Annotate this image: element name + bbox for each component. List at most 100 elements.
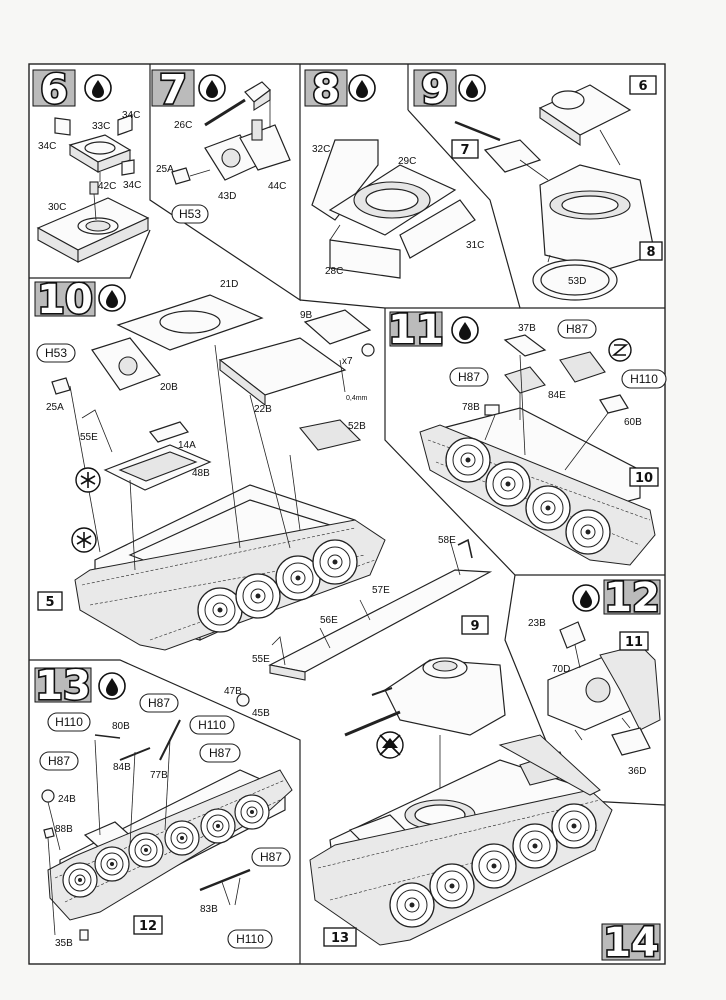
step-6-number: 6	[40, 67, 68, 113]
part-label: 14A	[178, 440, 196, 451]
paint-code: H87	[458, 370, 480, 384]
part-label: 43D	[218, 191, 236, 202]
part-label: 80B	[112, 721, 130, 732]
paint-callout: H87	[251, 847, 291, 867]
step-14: 9 13 14	[309, 615, 661, 968]
paint-drop-icon	[198, 74, 226, 102]
part-label: 0,4mm	[346, 395, 368, 402]
paint-callout: H53	[171, 204, 209, 224]
part-label: 47B	[224, 686, 242, 697]
part-label: 84E	[548, 390, 566, 401]
paint-code: H87	[48, 754, 70, 768]
ref-step-number: 13	[331, 931, 349, 946]
road-wheel	[551, 803, 597, 849]
part-label: 84B	[113, 762, 131, 773]
paint-code: H110	[55, 715, 83, 729]
ref-box	[323, 927, 357, 947]
part-label: 83B	[200, 904, 218, 915]
part-label: 9B	[300, 310, 313, 321]
ref-box	[461, 615, 489, 635]
road-wheel	[164, 820, 200, 856]
road-wheel	[62, 862, 98, 898]
paint-code: H87	[260, 850, 282, 864]
paint-callout: H87	[39, 751, 79, 771]
step-9-number: 9	[421, 67, 449, 113]
ref-box	[37, 591, 63, 611]
paint-callout: H87	[139, 693, 179, 713]
paint-code: H87	[566, 322, 588, 336]
road-wheel	[525, 485, 571, 531]
ref-box	[629, 75, 657, 95]
ref-step-number: 11	[625, 635, 643, 650]
paint-drop-icon	[98, 284, 126, 312]
part-label: 42C	[98, 181, 116, 192]
turret-and-superstructure-drawing	[454, 84, 656, 301]
part-label: 21D	[220, 279, 238, 290]
paint-code: H87	[148, 696, 170, 710]
part-label: 44C	[268, 181, 286, 192]
road-wheel	[471, 843, 517, 889]
part-label: 55E	[80, 432, 98, 443]
part-label: 55E	[252, 654, 270, 665]
part-label: 70D	[552, 664, 570, 675]
part-label: 29C	[398, 156, 416, 167]
part-label: 60B	[624, 417, 642, 428]
road-wheel	[429, 863, 475, 909]
ref-box	[133, 915, 163, 935]
ref-step-number: 5	[45, 595, 54, 610]
step-11-badge	[389, 311, 443, 347]
step-8-number: 8	[312, 67, 340, 113]
step-9: 9 6 7 8 53D	[413, 65, 663, 301]
part-label: 22B	[254, 404, 272, 415]
paint-callout: H110	[227, 929, 273, 949]
road-wheel	[512, 823, 558, 869]
part-label: 36D	[628, 766, 646, 777]
part-label: 78B	[462, 402, 480, 413]
part-label: 31C	[466, 240, 484, 251]
hull-upper-drawing	[311, 139, 476, 279]
part-label: 37B	[518, 323, 536, 334]
paint-drop-icon	[451, 316, 479, 344]
step-10: 10	[34, 275, 493, 719]
road-wheel	[485, 461, 531, 507]
step-14-badge	[601, 923, 661, 961]
step-7-number: 7	[159, 67, 187, 113]
paint-drop-icon	[572, 584, 600, 612]
part-label: 25A	[156, 164, 174, 175]
ref-box	[639, 241, 663, 261]
step-13-badge	[34, 667, 92, 703]
part-label: 35B	[55, 938, 73, 949]
ref-step-number: 12	[139, 919, 157, 934]
ref-step-number: 6	[638, 79, 647, 94]
part-label: 56E	[320, 615, 338, 626]
paint-drop-icon	[84, 74, 112, 102]
paint-callout: H110	[47, 712, 91, 732]
part-label: 45B	[252, 708, 270, 719]
paint-callout: H53	[36, 343, 76, 363]
ref-box	[451, 139, 479, 159]
paint-code: H110	[236, 932, 264, 946]
road-wheel	[235, 573, 281, 619]
part-label: 53D	[568, 276, 586, 287]
road-wheel	[94, 846, 130, 882]
glue-icon	[611, 344, 629, 356]
step-8-badge	[304, 69, 348, 107]
ref-step-number: 10	[635, 471, 653, 486]
ref-box	[629, 467, 659, 487]
step-7: 7 26C 25A 43D 44C H53	[151, 65, 291, 224]
part-label: 23B	[528, 618, 546, 629]
step-7-badge	[151, 69, 195, 107]
step-12: 12 11 23B 70D 36D	[528, 573, 661, 777]
road-wheel	[234, 794, 270, 830]
track-guard-drawing	[236, 538, 493, 707]
step-11: 11 H87 H87	[387, 305, 667, 566]
paint-callout: H87	[449, 367, 489, 387]
paint-callout: H110	[189, 715, 235, 735]
part-label: 34C	[123, 180, 141, 191]
paint-code: H110	[198, 718, 226, 732]
part-label: 77B	[150, 770, 168, 781]
part-label: 52B	[348, 421, 366, 432]
panel-dividers	[29, 64, 666, 964]
step-9-badge	[413, 69, 457, 107]
part-label: 48B	[192, 468, 210, 479]
